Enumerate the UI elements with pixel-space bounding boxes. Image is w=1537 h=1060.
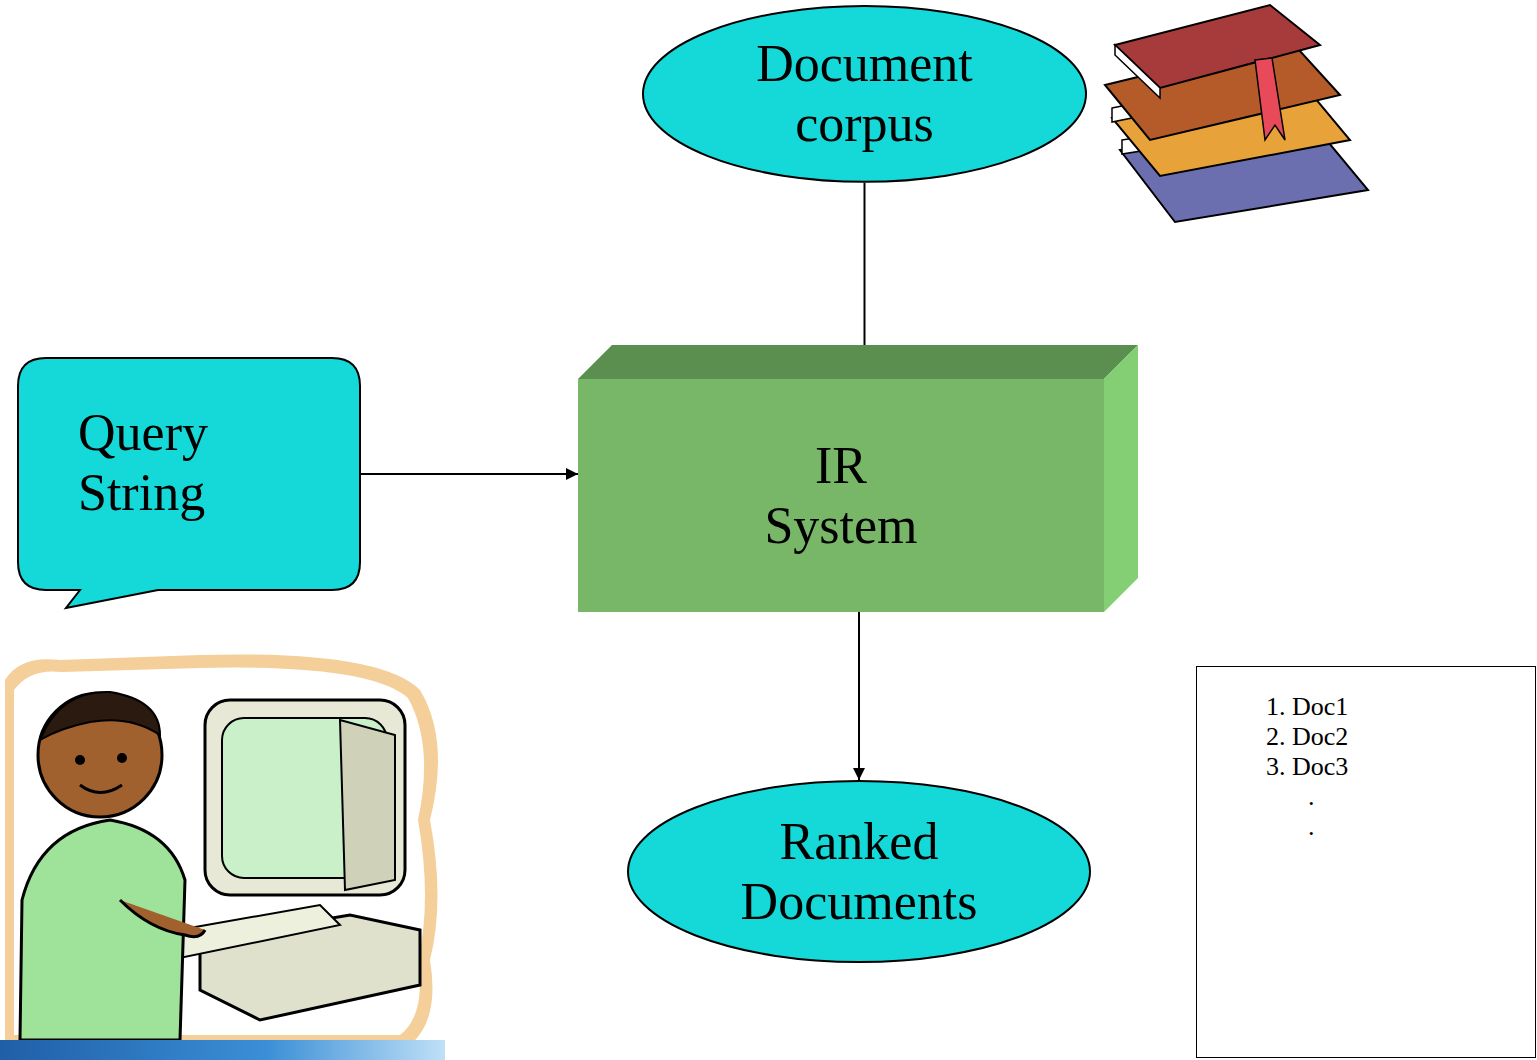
ellipse-outline — [628, 781, 1090, 962]
flow-arrow — [858, 612, 860, 780]
ir-system-box: IR System — [578, 345, 1138, 612]
list-outline — [1197, 667, 1536, 1058]
list-item: 3. Doc3 — [1266, 752, 1348, 782]
node-text-group: 1. Doc12. Doc23. Doc3.. — [1266, 692, 1506, 841]
corpus-ellipse: Document corpus — [642, 5, 1087, 183]
node-text-group: Document corpus — [735, 34, 995, 154]
list-item: 1. Doc1 — [1266, 692, 1348, 722]
callout-outline — [18, 358, 360, 608]
corpus-ellipse-outline — [642, 5, 1087, 183]
box-top-face — [578, 345, 1138, 379]
node-text-group: Ranked Documents — [709, 812, 1009, 932]
node-label: IR System — [746, 436, 936, 556]
ellipse-outline — [643, 6, 1086, 182]
result-list-box: 1. Doc12. Doc23. Doc3.. — [1196, 666, 1536, 1058]
box-front-face — [578, 379, 1104, 612]
box-side-face — [1104, 345, 1138, 612]
node-label: Ranked Documents — [709, 812, 1009, 932]
node-label: Document corpus — [735, 34, 995, 154]
flow-arrow — [360, 473, 578, 475]
books-clipart — [1105, 5, 1368, 222]
node-text-group: IR System — [746, 436, 936, 556]
ranked-ellipse: Ranked Documents — [627, 780, 1091, 963]
node-text-group: Query String — [78, 403, 328, 523]
node-label: Query String — [78, 403, 328, 523]
result-list-box-outline — [1196, 666, 1536, 1058]
query-callout: Query String — [18, 358, 360, 590]
user-clipart — [5, 654, 438, 1045]
slide-bar — [0, 1040, 445, 1060]
list-item: . — [1266, 782, 1315, 812]
flow-arrow — [864, 183, 866, 357]
list-item: 2. Doc2 — [1266, 722, 1348, 752]
ranked-ellipse-outline — [627, 780, 1091, 963]
list-item: . — [1266, 812, 1315, 842]
